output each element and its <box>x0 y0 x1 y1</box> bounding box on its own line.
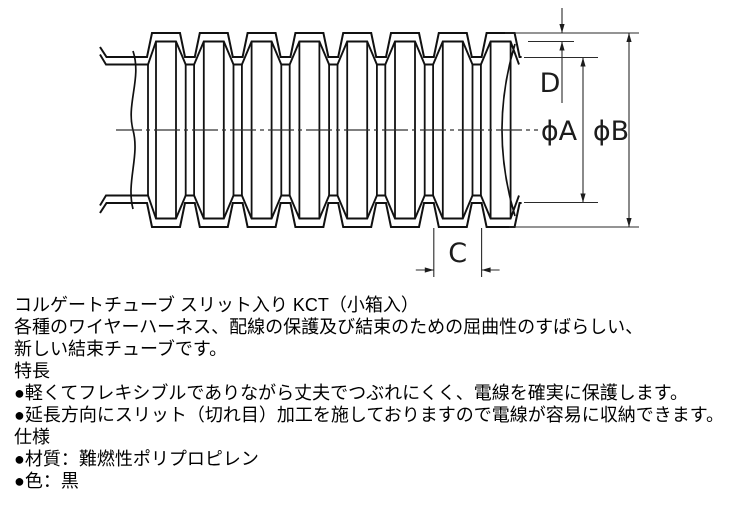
tube-inner-profile-top <box>99 40 520 66</box>
features-heading: 特長 <box>14 361 50 381</box>
feature-item: ●軽くてフレキシブルでありながら丈夫でつぶれにくく、電線を確実に保護します。 <box>14 383 688 403</box>
description-line: 新しい結束チューブです。 <box>14 339 228 359</box>
corrugated-tube-diagram: D ϕA ϕB C <box>99 8 639 277</box>
spec-item-color: ●色：黒 <box>14 471 79 491</box>
dim-label-d: D <box>540 68 561 99</box>
tube-outer-profile-bottom <box>99 202 522 228</box>
dim-label-c: C <box>448 238 467 269</box>
spec-item-material: ●材質：難燃性ポリプロピレン <box>14 449 259 469</box>
specs-heading: 仕様 <box>14 427 50 447</box>
dimension-lines <box>415 8 639 277</box>
dimension-extension-lines <box>433 32 639 277</box>
product-title: コルゲートチューブ スリット入り KCT（小箱入） <box>14 295 419 315</box>
feature-item: ●延長方向にスリット（切れ目）加工を施しておりますので電線が容易に収納できます。 <box>14 405 724 425</box>
dimension-arrowheads <box>424 24 632 273</box>
dim-label-phi-b: ϕB <box>593 116 629 147</box>
product-description: コルゲートチューブ スリット入り KCT（小箱入） 各種のワイヤーハーネス、配線… <box>14 294 724 492</box>
tube-outer-profile-top <box>99 32 522 58</box>
tube-inner-profile-bottom <box>99 194 520 220</box>
description-line: 各種のワイヤーハーネス、配線の保護及び結束のための屈曲性のすばらしい、 <box>14 317 644 337</box>
dimension-measure-lines <box>415 8 630 271</box>
dim-label-phi-a: ϕA <box>541 116 578 147</box>
